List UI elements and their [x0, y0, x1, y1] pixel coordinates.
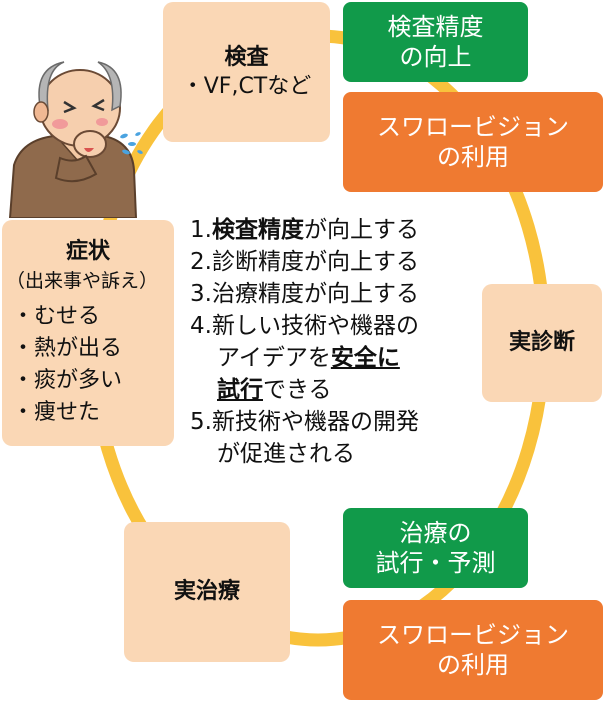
step-4-line3: 試行できる: [217, 377, 332, 403]
symptoms-box: 症状 （出来事や訴え） ・むせる ・熱が出る ・痰が多い ・痩せた: [2, 220, 174, 446]
steps-list: 1.検査精度が向上する 2.診断精度が向上する 3.治療精度が向上する 4.新し…: [190, 214, 419, 470]
treatment-box: 実治療: [124, 522, 290, 662]
treatment-trial-line2: 試行・予測: [375, 549, 496, 577]
exam-accuracy-label: 検査精度 の向上: [343, 2, 528, 82]
exam-title: 検査: [224, 45, 269, 70]
vision-top-line2: の利用: [437, 143, 509, 171]
symptom-item: ・痰が多い: [12, 368, 123, 393]
treatment-trial-line1: 治療の: [399, 519, 472, 547]
step-3: 3.治療精度が向上する: [190, 281, 419, 307]
step-4-line1: 4.新しい技術や機器の: [190, 313, 419, 339]
exam-accuracy-line2: の向上: [399, 43, 472, 71]
vision-top-label: スワロービジョン の利用: [343, 92, 603, 192]
vision-bottom-label: スワロービジョン の利用: [343, 600, 603, 700]
vision-top-line1: スワロービジョン: [377, 113, 569, 141]
exam-box: 検査 ・VF,CTなど: [163, 2, 330, 142]
treatment-trial-label: 治療の 試行・予測: [343, 508, 528, 588]
exam-item: ・VF,CTなど: [181, 74, 312, 99]
diagnosis-box: 実診断: [482, 284, 602, 402]
step-4-line2: アイデアを安全に: [217, 345, 400, 371]
diagnosis-title: 実診断: [508, 330, 575, 355]
coughing-elderly-man-illustration: [8, 61, 143, 218]
vision-bottom-line1: スワロービジョン: [377, 621, 569, 649]
symptom-item: ・むせる: [12, 304, 101, 329]
treatment-title: 実治療: [173, 579, 240, 604]
symptoms-subtitle: （出来事や訴え）: [6, 270, 159, 292]
symptom-item: ・熱が出る: [12, 336, 123, 361]
step-5-line1: 5.新技術や機器の開発: [190, 409, 419, 435]
symptom-item: ・痩せた: [12, 400, 101, 425]
steps-list-container: 1.検査精度が向上する 2.診断精度が向上する 3.治療精度が向上する 4.新し…: [190, 214, 419, 470]
step-2: 2.診断精度が向上する: [190, 249, 419, 275]
vision-bottom-line2: の利用: [437, 651, 509, 679]
step-5-line2: が促進される: [217, 441, 355, 467]
step-1: 1.検査精度が向上する: [190, 217, 419, 243]
symptoms-title: 症状: [65, 239, 110, 264]
exam-accuracy-line1: 検査精度: [387, 13, 484, 41]
